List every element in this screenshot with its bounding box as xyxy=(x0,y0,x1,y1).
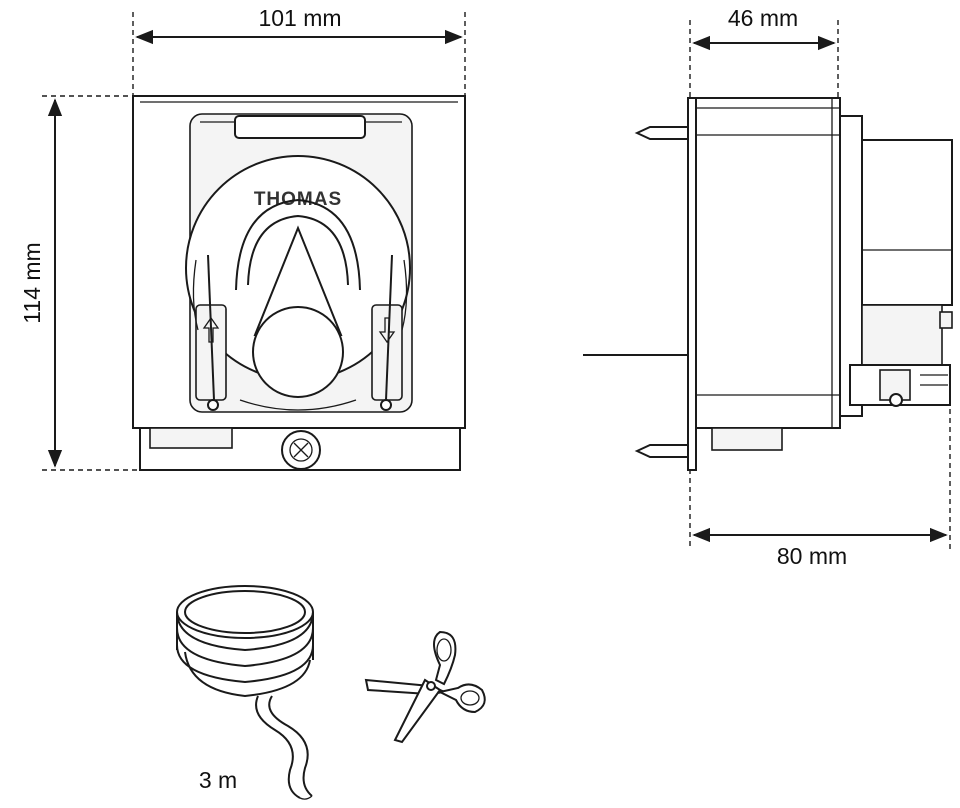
front-width-label: 101 mm xyxy=(258,5,341,31)
tube-length-label: 3 m xyxy=(199,767,237,793)
front-width-dimension: 101 mm xyxy=(132,5,466,96)
side-bottom-label: 80 mm xyxy=(777,543,847,569)
tube-coil-icon: 3 m xyxy=(176,585,314,800)
front-height-dimension: 114 mm xyxy=(19,95,140,471)
scissors-icon xyxy=(364,630,486,744)
side-bottom-dimension: 80 mm xyxy=(689,400,951,569)
side-top-dimension: 46 mm xyxy=(689,5,839,100)
side-top-label: 46 mm xyxy=(728,5,798,31)
pump-front-view: 101 mm 114 mm THOMAS xyxy=(19,5,466,471)
pump-side-view: 46 mm 80 mm xyxy=(583,5,953,569)
mounting-screw-icon xyxy=(281,430,321,470)
front-height-label: 114 mm xyxy=(19,242,45,323)
